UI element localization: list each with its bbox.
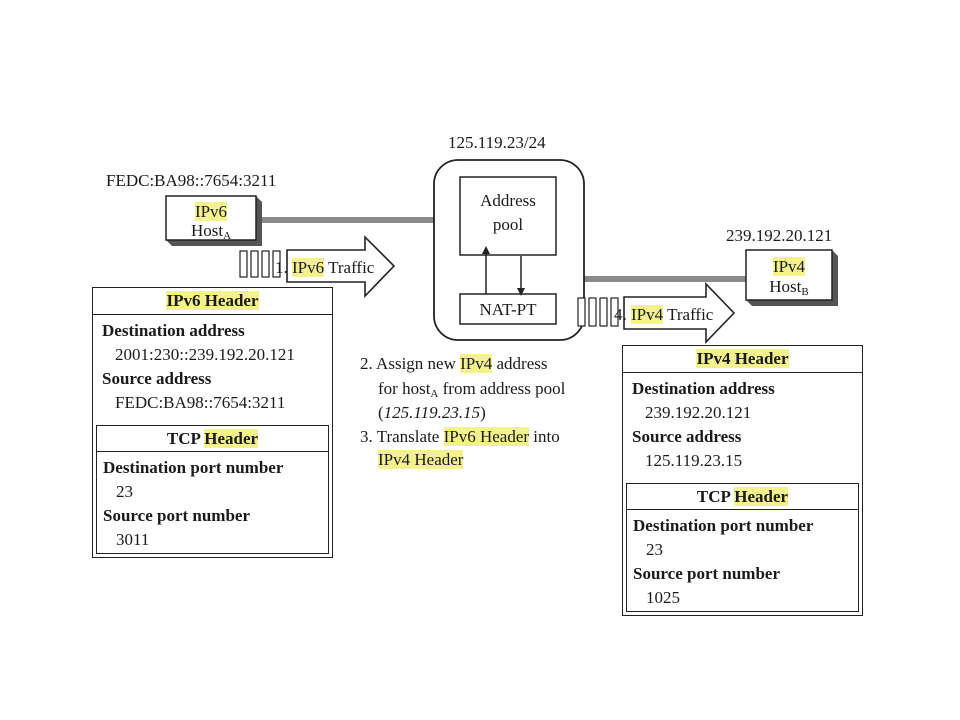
ipv6-sport-label: Source port number	[103, 506, 251, 525]
link-router-b	[583, 276, 748, 282]
ipv6-dport-label: Destination port number	[103, 458, 284, 477]
address-pool-box	[459, 176, 557, 256]
ipv4-sport-label: Source port number	[633, 564, 781, 583]
ipv6-sport-value: 3011	[116, 530, 150, 549]
ipv6-tcp-title-pre: TCP	[166, 429, 200, 448]
arrow-1-word: Traffic	[328, 258, 375, 277]
arrow-1-shape	[286, 235, 396, 298]
arrow-4-proto: IPv4	[631, 305, 664, 324]
ipv4-sport-value: 1025	[646, 588, 680, 607]
host-b-word: Host	[769, 277, 802, 296]
host-b-sub: B	[801, 286, 809, 298]
address-pool-label-1: Address	[480, 191, 536, 210]
ipv4-src-value: 125.119.23.15	[645, 451, 743, 470]
host-a-address: FEDC:BA98::7654:3211	[106, 171, 277, 190]
step-2-line-2: for hostA from address pool	[378, 379, 566, 400]
ipv6-dest-label: Destination address	[102, 321, 245, 340]
step-2-line-3: (125.119.23.15)	[378, 404, 486, 421]
step-2-host-sub: A	[430, 388, 439, 400]
step-2-paren-open: (	[378, 403, 384, 422]
step-2-pool: from address pool	[442, 379, 566, 398]
natpt-box	[459, 293, 557, 325]
ipv4-tcp-title-hl: Header	[734, 487, 789, 506]
ipv4-header-text: IPv4 Header	[696, 349, 789, 368]
step-3-to-header: IPv4 Header	[378, 450, 464, 469]
step-3-line-1: 3. Translate IPv6 Header into	[360, 427, 560, 446]
ipv6-src-label: Source address	[102, 369, 212, 388]
ipv6-dport-value: 23	[116, 482, 133, 501]
step-3-text-a: 3. Translate	[360, 427, 440, 446]
host-b-proto: IPv4	[772, 257, 806, 276]
ipv6-tcp-title-hl: Header	[204, 429, 259, 448]
arrow-1-num: 1.	[275, 258, 288, 277]
host-a-box	[165, 195, 262, 246]
step-3-text-b: into	[533, 427, 560, 446]
arrow-4-label: 4. IPv4 Traffic	[614, 305, 714, 324]
ipv6-header-text: IPv6 Header	[166, 291, 259, 310]
packet-stripes-a	[239, 250, 281, 278]
address-pool-label-2: pool	[492, 215, 524, 234]
host-a-label-1: IPv6	[166, 202, 256, 221]
ipv4-packet-box: IPv4 Header Destination address 239.192.…	[622, 345, 863, 616]
host-a-proto: IPv6	[194, 202, 228, 221]
ipv6-header-title: IPv6 Header	[93, 288, 332, 315]
host-b-label-2: HostB	[746, 277, 832, 298]
arrow-4-shape	[623, 282, 736, 344]
ipv6-packet-box: IPv6 Header Destination address 2001:230…	[92, 287, 333, 558]
step-2-paren-close: )	[480, 403, 486, 422]
step-3-line-2: IPv4 Header	[378, 450, 464, 469]
step-3-from-header: IPv6 Header	[443, 427, 530, 446]
ipv6-tcp-box: TCP Header Destination port number 23 So…	[96, 425, 329, 554]
ipv4-src-label: Source address	[632, 427, 742, 446]
step-2-text-a: 2. Assign new	[360, 354, 456, 373]
natpt-label: NAT-PT	[479, 300, 537, 319]
ipv6-tcp-title: TCP Header	[97, 426, 328, 452]
host-b-address: 239.192.20.121	[726, 226, 833, 245]
step-2-text-b: address	[496, 354, 548, 373]
host-a-label-2: HostA	[166, 221, 256, 242]
ipv4-dest-label: Destination address	[632, 379, 775, 398]
host-a-word: Host	[190, 221, 224, 240]
host-a-sub: A	[223, 230, 232, 242]
packet-stripes-b	[577, 297, 619, 327]
ipv4-dport-label: Destination port number	[633, 516, 814, 535]
step-2-assigned-address: 125.119.23.15	[383, 403, 481, 422]
ipv6-src-value: FEDC:BA98::7654:3211	[115, 393, 286, 412]
arrow-1-label: 1. IPv6 Traffic	[275, 258, 375, 277]
step-2-line-1: 2. Assign new IPv4 address	[360, 354, 548, 373]
link-a-router	[262, 217, 440, 223]
ipv4-dport-value: 23	[646, 540, 663, 559]
host-b-label-1: IPv4	[746, 257, 832, 276]
ipv4-dest-value: 239.192.20.121	[645, 403, 752, 422]
arrow-1-proto: IPv6	[292, 258, 325, 277]
arrow-4-num: 4.	[614, 305, 627, 324]
ipv6-dest-value: 2001:230::239.192.20.121	[115, 345, 295, 364]
step-2-host: for host	[378, 379, 431, 398]
ipv4-header-title: IPv4 Header	[623, 346, 862, 373]
step-2-proto: IPv4	[460, 354, 493, 373]
pool-natpt-arrows	[482, 246, 525, 296]
ipv4-tcp-title-pre: TCP	[696, 487, 730, 506]
subnet-label: 125.119.23/24	[448, 133, 546, 152]
ipv4-tcp-title: TCP Header	[627, 484, 858, 510]
arrow-4-word: Traffic	[667, 305, 714, 324]
ipv4-tcp-box: TCP Header Destination port number 23 So…	[626, 483, 859, 612]
